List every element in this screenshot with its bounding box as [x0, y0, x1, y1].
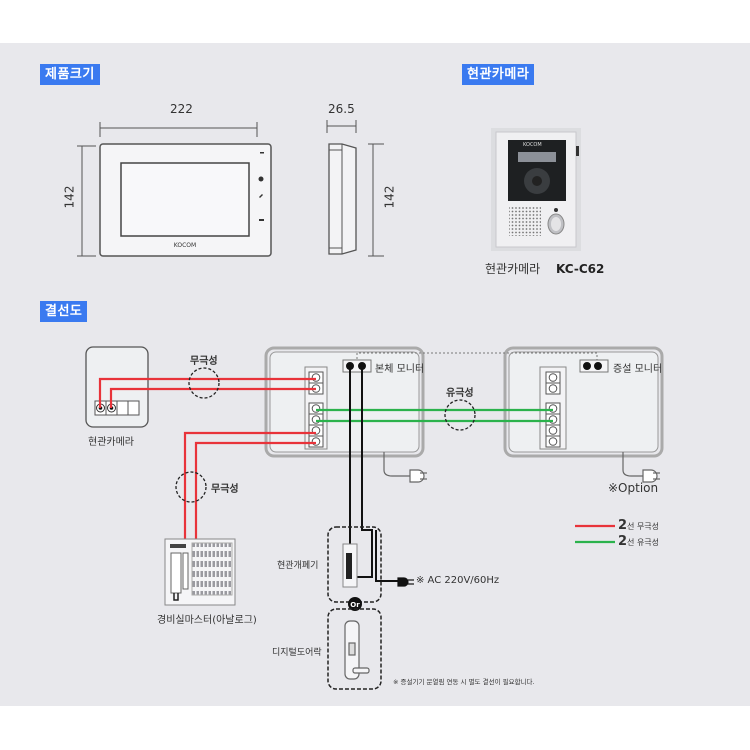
legend-text: 선 유극성 [627, 538, 660, 547]
option-label: ※Option [608, 481, 659, 495]
digital-lock-label: 디지털도어락 [272, 648, 322, 658]
red-wires-camera [98, 377, 316, 408]
legend-item-red: 2선 무극성 [618, 518, 659, 533]
section-tag-camera: 현관카메라 [462, 64, 535, 85]
digital-lock-device [344, 620, 370, 680]
door-camera-box [85, 346, 149, 428]
red-wires-guard [183, 431, 316, 539]
nonpolar-label-2: 무극성 [211, 484, 239, 495]
nonpolar-circle-2 [175, 471, 207, 503]
legend-count: 2 [618, 534, 628, 549]
or-label: Or [350, 601, 360, 609]
legend-text: 선 무극성 [627, 522, 660, 531]
plug-icon-main [383, 452, 427, 483]
section-tag-wiring: 결선도 [40, 301, 88, 322]
main-monitor-label: 본체 모니터 [375, 364, 425, 375]
door-opener-device [342, 543, 358, 588]
door-opener-label: 현관개폐기 [277, 561, 319, 571]
sub-terminals [545, 371, 561, 448]
section-tag-size: 제품크기 [40, 64, 100, 85]
sub-monitor-label: 증설 모니터 [613, 364, 663, 375]
polar-circle [444, 399, 476, 431]
camera-logo: KOCOM [523, 142, 542, 148]
or-badge [348, 597, 362, 611]
nonpolar-label-1: 무극성 [190, 356, 218, 367]
green-wires [316, 408, 553, 423]
camera-caption-prefix: 현관카메라 [485, 262, 540, 276]
dim-width: 222 [170, 102, 193, 116]
wiring-note: ※ 증설기기 문열림 연동 시 별도 결선이 필요합니다. [393, 678, 535, 686]
monitor-side-view [326, 120, 384, 257]
black-wires [346, 362, 602, 582]
door-camera-image [491, 128, 581, 251]
door-camera-label: 현관카메라 [88, 437, 134, 448]
legend-item-green: 2선 유극성 [618, 534, 659, 549]
dim-depth: 26.5 [328, 102, 355, 116]
digital-lock-box [327, 608, 382, 690]
legend-count: 2 [618, 518, 628, 533]
guard-master-label: 경비실마스터(아날로그) [157, 615, 257, 626]
camera-caption-model: KC-C62 [556, 262, 604, 276]
monitor-logo: KOCOM [174, 242, 196, 249]
monitor-buttons [258, 152, 264, 221]
guard-master-device [164, 538, 236, 606]
nonpolar-circle-1 [188, 367, 220, 399]
plug-icon-sub [622, 452, 660, 483]
plug-icon-ac [397, 577, 414, 587]
ac-label: ※ AC 220V/60Hz [416, 575, 500, 586]
polar-label: 유극성 [446, 388, 474, 399]
monitor-front-view [77, 122, 272, 257]
